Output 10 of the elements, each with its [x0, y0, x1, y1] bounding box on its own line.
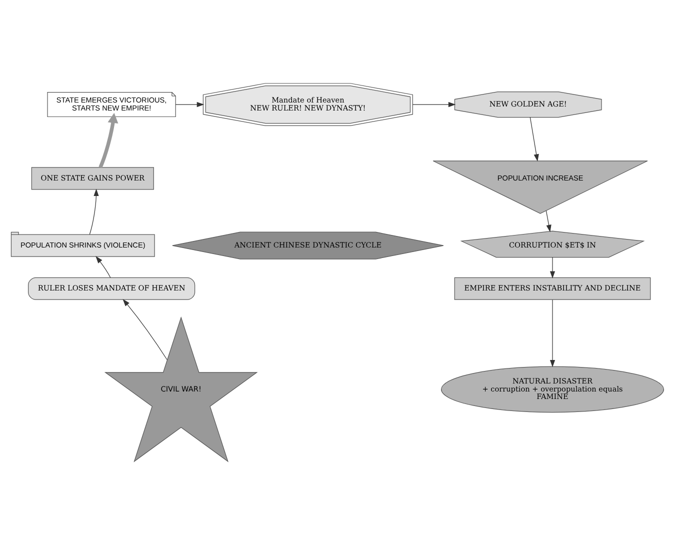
arrow [550, 298, 556, 367]
arrow [412, 102, 456, 107]
arrow [122, 298, 168, 360]
arrow [175, 102, 204, 107]
arrow [96, 256, 111, 278]
arrow [530, 116, 539, 162]
arrow [546, 210, 552, 232]
arrow [98, 112, 118, 168]
arrow [89, 188, 99, 234]
arrow [550, 256, 556, 278]
